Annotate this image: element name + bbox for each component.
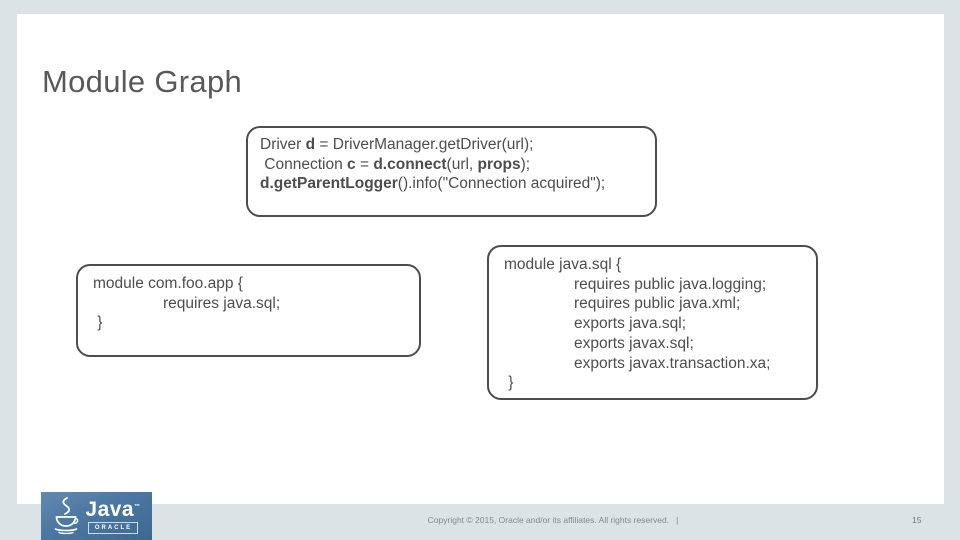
code-segment: ); (520, 155, 531, 173)
code-line: } (93, 313, 404, 333)
code-segment: d (305, 136, 316, 153)
code-segment: Driver (260, 136, 306, 153)
code-segment: = (355, 155, 374, 173)
module-com-foo-app-box: module com.foo.app { requires java.sql; } (76, 264, 421, 357)
code-segment: = DriverManager.getDriver(url); (315, 136, 534, 153)
oracle-badge: ORACLE (87, 521, 139, 534)
code-line: d.getParentLogger().info("Connection acq… (260, 174, 643, 194)
code-segment: Connection (260, 155, 348, 173)
code-segment: exports java.sql; (574, 315, 686, 333)
code-segment: requires java.sql; (163, 294, 281, 312)
code-segment: requires public java.xml; (574, 295, 741, 313)
code-line: requires public java.logging; (504, 275, 801, 295)
code-segment: module com.foo.app { (93, 275, 243, 292)
code-segment: exports javax.transaction.xa; (574, 354, 771, 372)
copyright-text: Copyright © 2015, Oracle and/or its affi… (427, 515, 679, 525)
code-line: } (504, 373, 801, 393)
code-segment: c (347, 155, 356, 173)
code-line: module com.foo.app { (93, 274, 404, 294)
page-number: 15 (912, 515, 922, 525)
code-line: module java.sql { (504, 255, 801, 275)
code-line: exports javax.sql; (504, 334, 801, 354)
code-segment: d.getParentLogger (260, 175, 398, 193)
code-line: exports javax.transaction.xa; (504, 354, 801, 374)
code-snippet-box: Driver d = DriverManager.getDriver(url);… (246, 126, 657, 217)
java-brand-block: Java™ ORACLE (85, 499, 140, 534)
code-line: Connection c = d.connect(url, props); (260, 155, 643, 175)
java-brand-text: Java™ (85, 497, 141, 521)
code-segment: } (93, 314, 103, 332)
slide-title: Module Graph (42, 64, 243, 99)
code-segment: module java.sql { (504, 256, 622, 273)
code-line: Driver d = DriverManager.getDriver(url); (260, 135, 643, 155)
code-segment: ().info("Connection acquired"); (397, 175, 606, 193)
trademark-symbol: ™ (134, 503, 141, 510)
code-segment: d.connect (373, 155, 447, 173)
code-segment: exports javax.sql; (574, 334, 694, 352)
code-line: exports java.sql; (504, 314, 801, 334)
code-line: requires java.sql; (93, 294, 404, 314)
code-segment: } (504, 374, 514, 392)
code-line: requires public java.xml; (504, 294, 801, 314)
java-cup-icon (55, 497, 79, 535)
code-segment: (url, (446, 155, 478, 173)
code-segment: requires public java.logging; (574, 275, 767, 293)
code-segment: props (477, 155, 521, 173)
java-oracle-logo: Java™ ORACLE (41, 492, 152, 540)
module-java-sql-box: module java.sql { requires public java.lo… (487, 245, 818, 400)
